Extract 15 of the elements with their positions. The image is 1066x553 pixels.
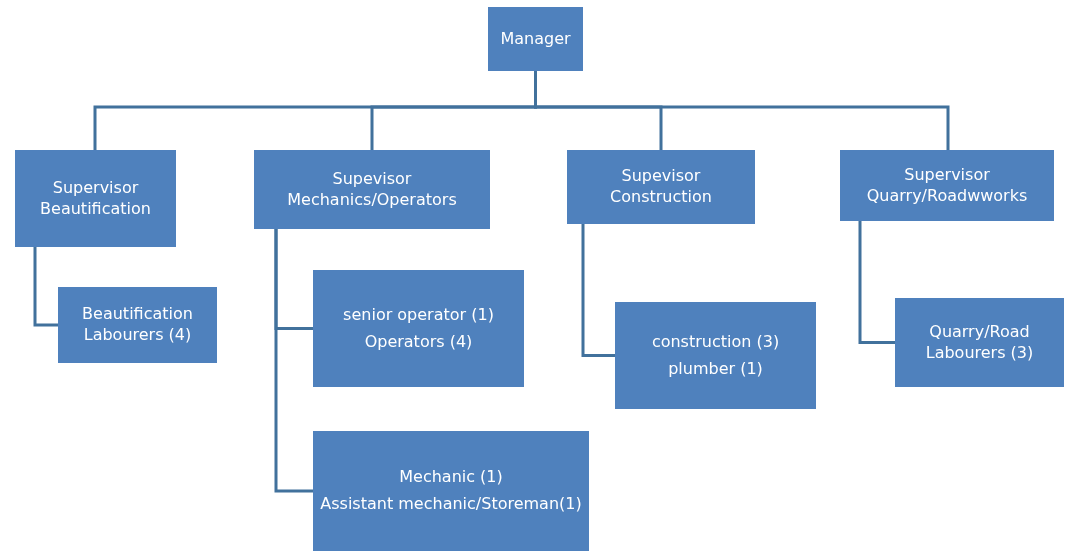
org-box: Supevisor Mechanics/Operators — [254, 150, 490, 229]
connector-line — [581, 224, 615, 357]
org-box: senior operator (1) Operators (4) — [313, 270, 524, 387]
connector-line — [534, 71, 950, 150]
connector-line — [33, 247, 58, 327]
org-box: Supervisor Beautification — [15, 150, 176, 247]
org-box: Manager — [488, 7, 583, 71]
org-box: construction (3) plumber (1) — [615, 302, 816, 409]
org-box: Quarry/Road Labourers (3) — [895, 298, 1064, 387]
org-box: Supervisor Quarry/Roadwworks — [840, 150, 1054, 221]
connector-line — [858, 221, 895, 344]
org-box: Beautification Labourers (4) — [58, 287, 217, 363]
connector-line — [274, 229, 313, 493]
org-box: Supevisor Construction — [567, 150, 755, 224]
org-box: Mechanic (1) Assistant mechanic/Storeman(1) — [313, 431, 589, 551]
